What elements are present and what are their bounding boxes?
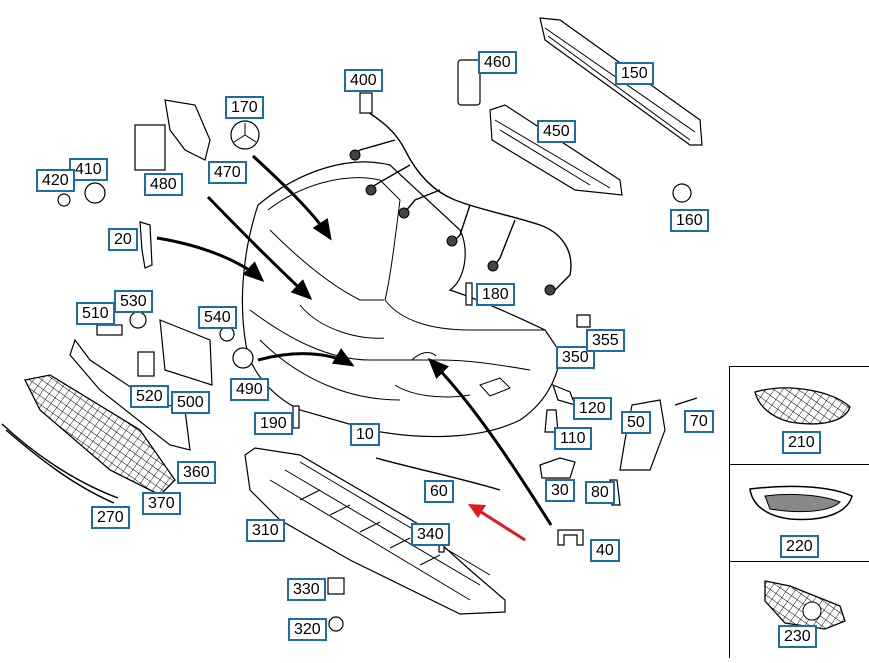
bracket-20: [139, 221, 153, 269]
label-540: 540: [198, 306, 237, 329]
label-70: 70: [684, 410, 714, 433]
clip-330: [327, 577, 345, 595]
parking-sensor-harness: [349, 92, 572, 296]
label-10: 10: [350, 423, 380, 446]
label-490: 490: [230, 378, 269, 401]
red-arrow: [477, 508, 526, 542]
clip-520: [137, 351, 155, 377]
label-520: 520: [130, 385, 169, 408]
label-20: 20: [108, 228, 138, 251]
grille-210: [754, 387, 851, 425]
label-450: 450: [537, 120, 576, 143]
inset-cell-210: [730, 367, 869, 465]
label-80: 80: [585, 481, 615, 504]
bracket-460: [457, 59, 481, 106]
label-355: 355: [586, 329, 625, 352]
label-50: 50: [621, 411, 651, 434]
clip-40: [557, 529, 584, 546]
label-330: 330: [287, 578, 326, 601]
clip-180: [465, 282, 473, 306]
trim-strip-270: [1, 423, 119, 504]
strip-60: [375, 457, 501, 491]
lamp-120: [552, 383, 576, 406]
label-480: 480: [144, 173, 183, 196]
leader-line-470: [251, 154, 332, 241]
inset-cell-230: [730, 561, 869, 658]
label-210: 210: [782, 431, 821, 454]
label-460: 460: [478, 51, 517, 74]
clip-355: [576, 314, 591, 328]
label-420: 420: [36, 169, 75, 192]
inset-cell-220: [730, 464, 869, 562]
label-170: 170: [225, 96, 264, 119]
label-30: 30: [545, 479, 575, 502]
label-410: 410: [69, 158, 108, 181]
sensor-410: [84, 182, 106, 204]
label-190: 190: [254, 412, 293, 435]
cap-160: [672, 183, 692, 203]
label-180: 180: [476, 283, 515, 306]
star-emblem-170: [230, 120, 260, 150]
leader-line-480: [206, 195, 313, 301]
ring-420: [57, 193, 71, 207]
leader-line-40: [427, 357, 553, 526]
label-350: 350: [556, 346, 595, 369]
label-40: 40: [590, 539, 620, 562]
label-120: 120: [573, 397, 612, 420]
leader-line-490: [257, 348, 355, 367]
label-220: 220: [780, 535, 819, 558]
pin-70: [674, 397, 698, 406]
label-270: 270: [91, 506, 130, 529]
label-60: 60: [424, 480, 454, 503]
bracket-470: [164, 99, 211, 161]
screw-320: [328, 616, 344, 632]
label-160: 160: [670, 209, 709, 232]
label-230: 230: [778, 625, 817, 648]
label-400: 400: [344, 69, 383, 92]
fog-cover-230: [764, 580, 846, 630]
module-480: [134, 124, 166, 171]
label-320: 320: [288, 618, 327, 641]
screw-510: [96, 324, 123, 336]
grille-450: [489, 104, 623, 196]
label-310: 310: [246, 519, 285, 542]
label-510: 510: [76, 302, 115, 325]
label-470: 470: [208, 161, 247, 184]
grommet-530: [129, 311, 147, 329]
trim-220: [749, 485, 853, 521]
license-plate-bracket-520: [159, 319, 213, 386]
grommet-540: [219, 326, 235, 342]
label-500: 500: [171, 391, 210, 414]
label-340: 340: [411, 523, 450, 546]
lower-grille-370: [24, 374, 176, 496]
underbody-panel-310: [244, 447, 506, 615]
cap-30: [539, 457, 576, 479]
label-360: 360: [177, 461, 216, 484]
leader-line-20: [156, 236, 265, 283]
label-370: 370: [142, 492, 181, 515]
screw-190: [292, 405, 300, 429]
sensor-490: [232, 347, 254, 369]
label-530: 530: [114, 290, 153, 313]
label-110: 110: [554, 427, 592, 450]
label-150: 150: [615, 62, 654, 85]
red-arrow-head: [468, 504, 486, 518]
inset-panel: [729, 366, 869, 658]
